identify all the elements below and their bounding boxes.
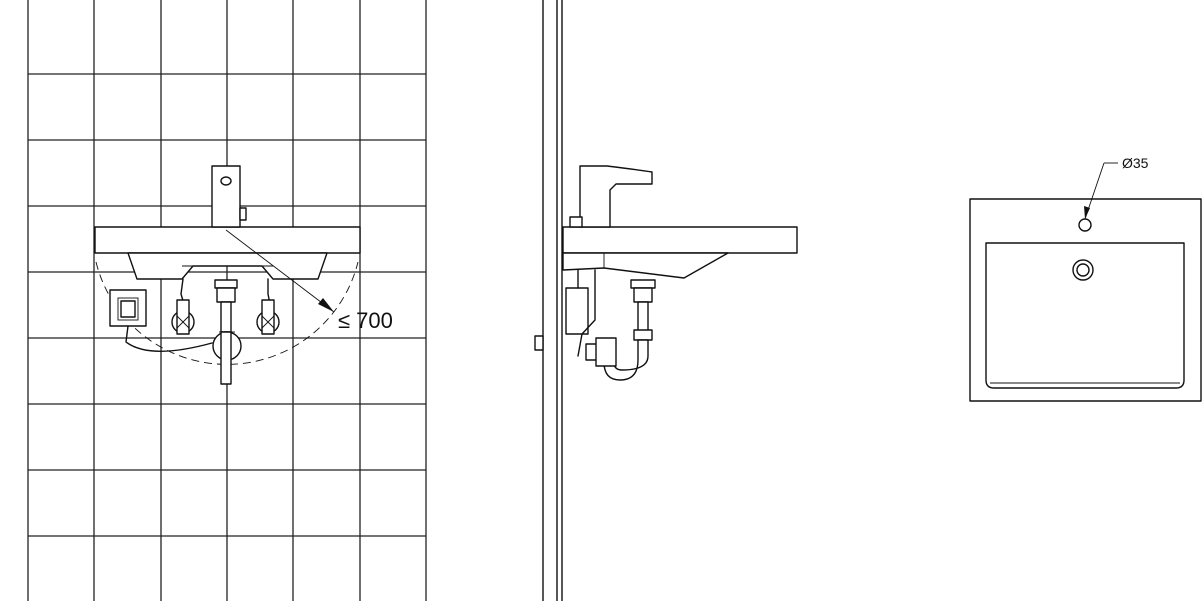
basin-top-outline	[969, 198, 1202, 402]
hole-diameter-label: Ø35	[1122, 155, 1149, 171]
hole-diameter-leader	[1084, 162, 1118, 220]
basin-side	[562, 226, 798, 279]
right-angle-valve	[256, 278, 280, 335]
top-view: Ø35	[969, 155, 1202, 402]
wall-tile-grid	[27, 0, 427, 601]
front-view: ≤ 700	[27, 0, 427, 601]
control-box-side	[565, 269, 596, 357]
drain-trap-front	[212, 279, 242, 385]
left-angle-valve	[171, 278, 195, 335]
drain-hole-top	[1072, 259, 1094, 281]
sensor-faucet-front	[211, 165, 247, 228]
reach-dimension-line	[225, 229, 335, 313]
side-view	[534, 0, 798, 601]
drain-trap-side	[585, 279, 656, 381]
sensor-faucet-side	[569, 165, 653, 228]
control-box	[109, 289, 213, 352]
wall-section	[534, 0, 563, 601]
reach-dimension-label: ≤ 700	[338, 308, 393, 333]
basin-top-bowl	[985, 242, 1185, 389]
